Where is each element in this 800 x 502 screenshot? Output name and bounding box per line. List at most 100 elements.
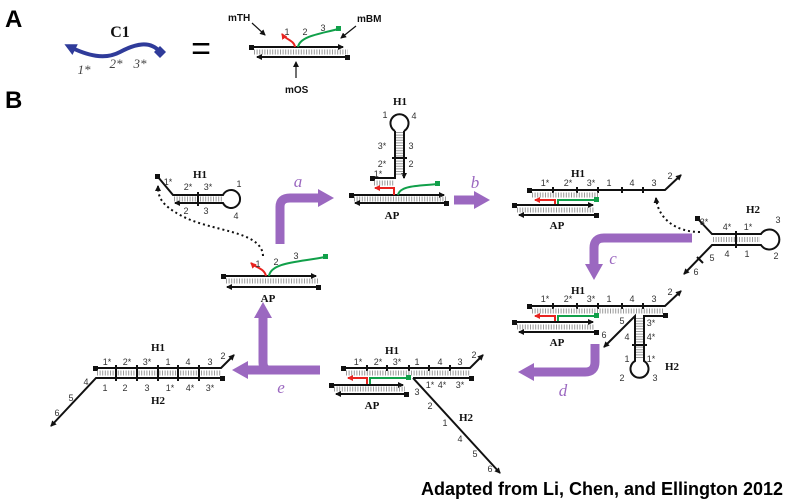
- domain-label: 4: [185, 357, 190, 367]
- strand-name-label: H2: [459, 412, 474, 424]
- mth-overhang: [281, 33, 296, 48]
- h1-h2-ap-branch-migration: [329, 354, 501, 474]
- strand-name-label: H2: [746, 204, 761, 216]
- domain-label: 3: [203, 206, 208, 216]
- domain-label: 4: [624, 332, 629, 342]
- domain-label: 2: [183, 206, 188, 216]
- strand-name-label: H2: [151, 395, 166, 407]
- domain-label: 3: [414, 387, 419, 397]
- domain-label: 3*: [587, 294, 596, 304]
- domain-label: 3*: [587, 178, 596, 188]
- domain-label: 3: [651, 294, 656, 304]
- c1-domain: 3*: [133, 56, 148, 71]
- domain-label: 3: [293, 251, 298, 261]
- domain-label: 2: [667, 171, 672, 181]
- strand-name-label: H1: [385, 345, 399, 357]
- reaction-arrow-a[interactable]: [275, 189, 334, 244]
- domain-label: 3: [144, 383, 149, 393]
- strand-name-label: AP: [385, 210, 400, 222]
- strand-end-square: [345, 55, 350, 60]
- domain-label: 3*: [700, 217, 709, 227]
- step-label-a: a: [294, 172, 303, 191]
- domain-label: 6: [487, 464, 492, 474]
- domain-label: 3*: [647, 318, 656, 328]
- strand-name-label: H2: [665, 361, 680, 373]
- domain-label: 1: [442, 418, 447, 428]
- dotted-binding-path: [653, 197, 701, 233]
- strand-name-label: H1: [571, 285, 585, 297]
- step-label-d: d: [559, 381, 568, 400]
- domain-label: 4: [457, 434, 462, 444]
- domain-label: 1*: [164, 177, 173, 187]
- step-label-c: c: [609, 249, 617, 268]
- domain-label: 3*: [456, 380, 465, 390]
- domain-label: 1: [606, 178, 611, 188]
- domain-label: 5: [68, 393, 73, 403]
- c1-name: C1: [110, 24, 130, 41]
- domain-label: 4: [629, 294, 634, 304]
- domain-label: 2*: [184, 182, 193, 192]
- c1-domain: 2*: [110, 56, 124, 71]
- domain-label: 6: [693, 267, 698, 277]
- reaction-arrow-b[interactable]: [454, 191, 490, 209]
- domain-label: 3: [457, 357, 462, 367]
- domain-label: 1*: [541, 294, 550, 304]
- domain-label: 3: [651, 178, 656, 188]
- mth-pointer: [251, 22, 266, 36]
- domain-label: 4*: [723, 222, 732, 232]
- equals-sign: =: [191, 30, 211, 68]
- domain-label: 2: [220, 351, 225, 361]
- domain-label: 4: [724, 249, 729, 259]
- strand-end-square: [249, 45, 254, 50]
- domain-label: 1: [414, 357, 419, 367]
- domain-label: 5: [472, 449, 477, 459]
- domain-label: 2*: [123, 357, 132, 367]
- domain-label: 1*: [354, 357, 363, 367]
- domain-label: 4*: [647, 332, 656, 342]
- step-label-b: b: [471, 173, 480, 192]
- strand-name-label: AP: [550, 220, 565, 232]
- domain-label: 5: [709, 253, 714, 263]
- domain-label: 2*: [564, 178, 573, 188]
- domain-label: 3*: [143, 357, 152, 367]
- strand-name-label: H1: [193, 169, 207, 181]
- reaction-arrow-d[interactable]: [518, 344, 600, 381]
- domain-label: 1: [236, 179, 241, 189]
- domain-label: 2: [773, 251, 778, 261]
- domain-label: 2: [122, 383, 127, 393]
- reaction-arrow-c[interactable]: [585, 233, 692, 280]
- domain-label: 4: [411, 111, 416, 121]
- reaction-arrow-e[interactable]: [232, 302, 320, 379]
- domain-label: 1*: [647, 354, 656, 364]
- domain-label: 4: [233, 211, 238, 221]
- domain-label: 1: [606, 294, 611, 304]
- domain-label: 1: [382, 110, 387, 120]
- mth-callout: mTH: [228, 13, 250, 24]
- domain-label: 3*: [378, 141, 387, 151]
- domain-label: 3*: [393, 357, 402, 367]
- step-label-e: e: [277, 378, 285, 397]
- strand-name-label: AP: [261, 293, 276, 305]
- hairpin-h1: [155, 174, 242, 209]
- mbm-overhang: [297, 28, 339, 48]
- domain-label: 6: [54, 408, 59, 418]
- domain-label: 1*: [374, 169, 383, 179]
- domain-label: 3*: [206, 383, 215, 393]
- hairpin-h2: [683, 216, 781, 275]
- domain-label: 1*: [426, 380, 435, 390]
- panel-a-label: A: [5, 6, 22, 33]
- ap-domain: 3: [320, 23, 325, 33]
- domain-label: 2: [427, 401, 432, 411]
- domain-label: 5: [619, 316, 624, 326]
- c1-domain: 1*: [78, 62, 92, 77]
- h1-h2-duplex: [50, 354, 235, 427]
- dotted-binding-path: [155, 185, 264, 257]
- domain-label: 3: [652, 373, 657, 383]
- domain-label: 2: [667, 287, 672, 297]
- domain-label: 1: [744, 249, 749, 259]
- domain-label: 1*: [744, 222, 753, 232]
- domain-label: 2*: [374, 357, 383, 367]
- strand-name-label: AP: [365, 400, 380, 412]
- domain-label: 3: [775, 215, 780, 225]
